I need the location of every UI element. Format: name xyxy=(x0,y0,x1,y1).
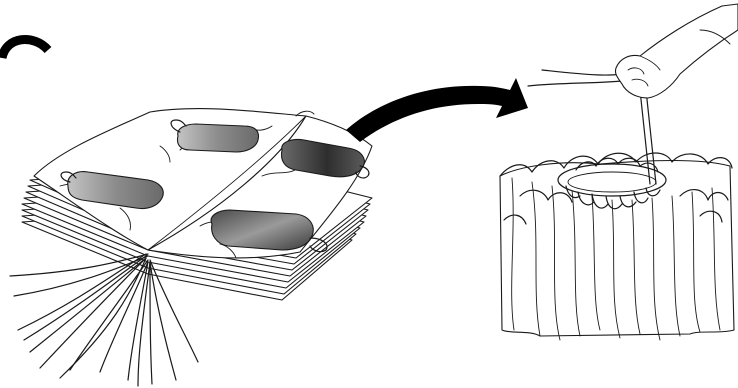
hand-icon xyxy=(615,4,738,98)
curved-arrow-icon xyxy=(346,78,528,142)
gathered-ruffle xyxy=(500,4,738,340)
partial-circle-icon xyxy=(2,40,48,58)
folded-fabric-stack xyxy=(10,109,372,386)
